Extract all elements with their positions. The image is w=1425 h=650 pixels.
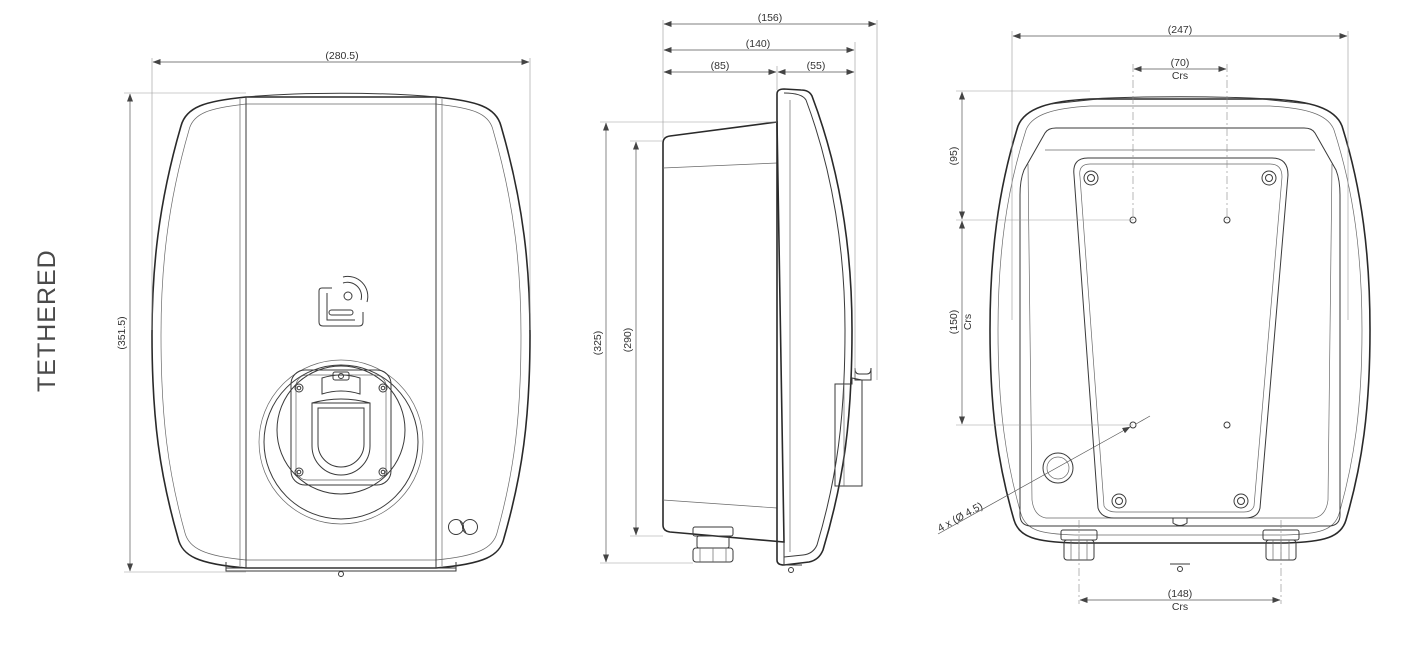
rear-mounting-bracket	[1073, 157, 1289, 519]
side-total-height-dim: (325)	[592, 331, 604, 356]
front-height-dim: (351.5)	[116, 316, 128, 349]
side-total-depth-dim: (156)	[758, 12, 783, 24]
rear-view: (247) (70) Crs (95) (150) Crs (148) Crs …	[936, 24, 1371, 613]
side-cable-gland	[692, 526, 734, 563]
brand-logo	[448, 519, 478, 535]
side-cable-outlet	[834, 367, 872, 487]
side-front-cover	[776, 88, 853, 566]
front-body-outline	[151, 96, 531, 569]
rear-cable-knockout	[1042, 452, 1074, 484]
rear-mounting-holes	[1129, 216, 1231, 429]
side-body-depth-dim: (85)	[711, 60, 730, 72]
rear-gland-spacing-dim: (148)	[1168, 588, 1193, 600]
tethered-socket	[258, 359, 424, 525]
rear-gland-crs-label: Crs	[1172, 601, 1188, 613]
side-depth-dim: (140)	[746, 38, 771, 50]
rear-width-dim: (247)	[1168, 24, 1193, 36]
side-body-height-dim: (290)	[622, 328, 634, 353]
front-width-dim: (280.5)	[325, 50, 358, 62]
rear-top-crs-label: Crs	[1172, 70, 1188, 82]
rear-top-spacing-dim: (70)	[1171, 57, 1190, 69]
rear-vertical-spacing-dim: (150)	[948, 310, 960, 335]
rear-top-offset-dim: (95)	[948, 147, 960, 166]
front-view: (280.5) (351.5)	[116, 50, 531, 577]
front-body-inner	[160, 103, 522, 561]
drawing-title: TETHERED	[33, 249, 61, 392]
rear-cable-glands	[1060, 529, 1300, 572]
rear-vertical-crs-label: Crs	[962, 314, 974, 330]
rear-body-outline	[989, 98, 1371, 544]
side-front-depth-dim: (55)	[807, 60, 826, 72]
side-view: (156) (140) (85) (55) (325) (290)	[592, 12, 878, 573]
rear-hole-callout: 4 x (Ø 4.5)	[936, 500, 985, 535]
rfid-reader-icon	[318, 275, 369, 327]
side-backplate	[662, 121, 785, 543]
